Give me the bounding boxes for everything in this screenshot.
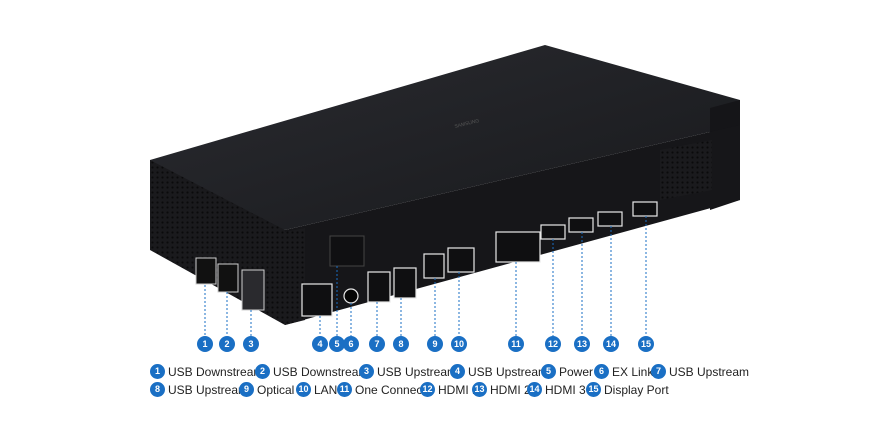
marker-badge-4 — [312, 336, 328, 352]
brand-label: SAMSUNG — [454, 118, 480, 130]
display-port-15 — [632, 201, 658, 217]
marker-number-11: 11 — [511, 339, 521, 349]
marker-badge-5 — [329, 336, 345, 352]
marker-badge-1 — [197, 336, 213, 352]
marker-number-12: 12 — [548, 339, 558, 349]
front-right-grill — [660, 140, 712, 200]
usb-port-7 — [367, 271, 391, 303]
one-connect-port-11 — [495, 231, 541, 263]
marker-badge-11 — [508, 336, 524, 352]
marker-number-3: 3 — [248, 339, 253, 349]
power-port-5 — [329, 235, 365, 267]
marker-badge-13 — [574, 336, 590, 352]
device-top-surface — [150, 45, 740, 230]
marker-badge-15 — [638, 336, 654, 352]
marker-number-14: 14 — [606, 339, 616, 349]
marker-number-1: 1 — [202, 339, 207, 349]
marker-badge-8 — [393, 336, 409, 352]
ex-link-port-6 — [343, 288, 359, 304]
usb-port-8 — [393, 267, 417, 299]
marker-number-10: 10 — [454, 339, 464, 349]
marker-badge-9 — [427, 336, 443, 352]
marker-number-15: 15 — [641, 339, 651, 349]
marker-number-9: 9 — [432, 339, 437, 349]
hdmi-port-14 — [597, 211, 623, 227]
marker-badge-10 — [451, 336, 467, 352]
marker-number-13: 13 — [577, 339, 587, 349]
marker-badge-7 — [369, 336, 385, 352]
usb-port-1 — [195, 257, 217, 285]
hdmi-port-13 — [568, 217, 594, 233]
marker-number-4: 4 — [317, 339, 322, 349]
front-left-grill — [285, 228, 305, 325]
marker-badge-14 — [603, 336, 619, 352]
usb-port-2 — [217, 263, 239, 293]
usb-port-3 — [241, 269, 265, 311]
lan-port-10 — [447, 247, 475, 273]
marker-number-8: 8 — [398, 339, 403, 349]
hdmi-port-12 — [540, 224, 566, 240]
optical-port-9 — [423, 253, 445, 279]
marker-number-7: 7 — [374, 339, 379, 349]
usb-port-4 — [301, 283, 333, 317]
marker-badge-6 — [343, 336, 359, 352]
marker-badge-3 — [243, 336, 259, 352]
marker-number-2: 2 — [224, 339, 229, 349]
marker-number-6: 6 — [348, 339, 353, 349]
marker-number-5: 5 — [334, 339, 339, 349]
marker-badge-12 — [545, 336, 561, 352]
marker-badge-2 — [219, 336, 235, 352]
